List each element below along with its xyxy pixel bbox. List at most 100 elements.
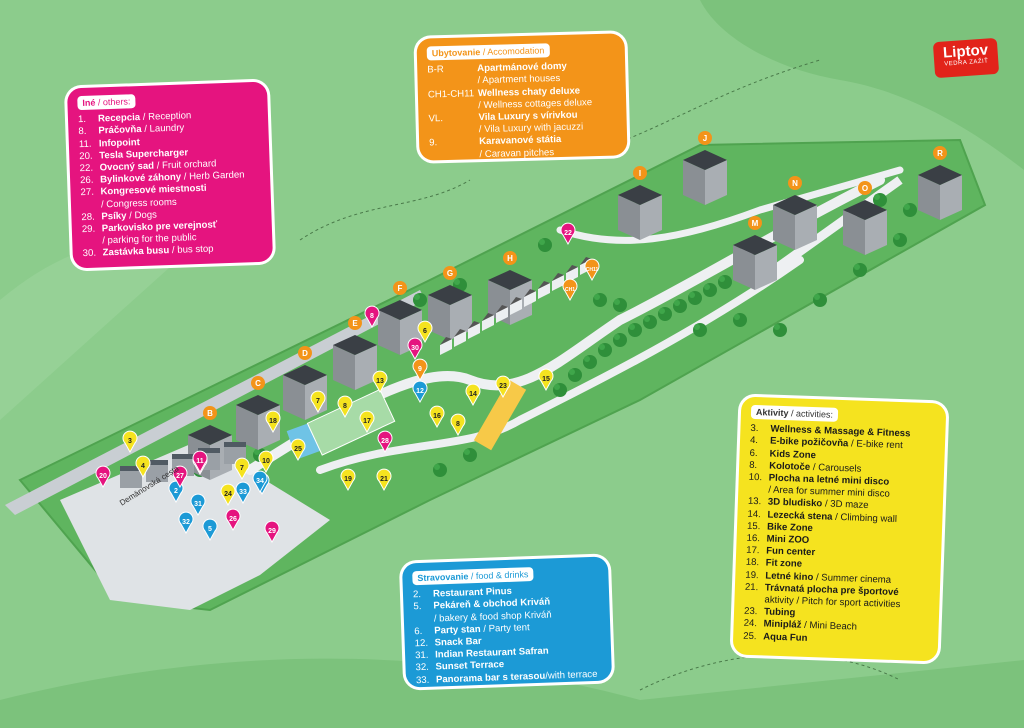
marker-label: 27 — [176, 473, 184, 480]
map-marker[interactable]: 22 — [560, 222, 576, 246]
marker-label: 14 — [469, 391, 477, 398]
liptov-logo[interactable]: Liptov VEDRA ZAŽIŤ — [932, 37, 1000, 79]
apartment-building[interactable]: D — [283, 346, 327, 420]
building-label: B — [207, 409, 213, 418]
apartment-building[interactable]: J — [683, 131, 727, 205]
apartment-building[interactable]: O — [843, 181, 887, 255]
map-marker[interactable]: CH1 — [562, 278, 578, 302]
tree — [718, 275, 732, 289]
wellness-cottage[interactable] — [524, 289, 536, 307]
map-marker[interactable]: 30 — [407, 337, 423, 361]
map-marker[interactable]: 33 — [235, 481, 251, 505]
map-marker[interactable]: CH11 — [584, 258, 600, 282]
map-marker[interactable]: 26 — [225, 508, 241, 532]
apartment-building[interactable]: N — [773, 176, 817, 250]
wellness-cottage[interactable] — [482, 313, 494, 331]
dashed-trail-1 — [299, 179, 471, 241]
wellness-cottage[interactable] — [440, 337, 452, 355]
map-marker[interactable]: 12 — [412, 380, 428, 404]
map-marker[interactable]: 27 — [172, 465, 188, 489]
tree — [413, 293, 427, 307]
building-marker[interactable] — [348, 316, 362, 330]
map-marker[interactable]: 7 — [234, 457, 250, 481]
map-marker[interactable]: 10 — [258, 450, 274, 474]
building-label: R — [937, 149, 943, 158]
map-marker[interactable]: 3 — [122, 430, 138, 454]
building-marker[interactable] — [503, 251, 517, 265]
wellness-cottage[interactable] — [552, 273, 564, 291]
map-marker[interactable]: 31 — [190, 493, 206, 517]
legend-item-number: 2. — [412, 589, 422, 601]
building-marker[interactable] — [443, 266, 457, 280]
map-marker[interactable]: 11 — [192, 450, 208, 474]
map-marker[interactable]: 29 — [264, 520, 280, 544]
legend-activities: Aktivity / activities: 3.Wellness & Mass… — [732, 396, 947, 662]
map-marker[interactable]: 16 — [429, 405, 445, 429]
map-marker[interactable]: 8 — [450, 413, 466, 437]
legend-item-number: 5. — [413, 601, 422, 613]
map-marker[interactable]: 24 — [220, 483, 236, 507]
marker-label: 8 — [343, 403, 347, 410]
map-marker[interactable]: 13 — [372, 370, 388, 394]
tree — [873, 193, 887, 207]
map-marker[interactable]: 19 — [340, 468, 356, 492]
map-marker[interactable]: 17 — [359, 410, 375, 434]
map-marker[interactable]: 25 — [290, 438, 306, 462]
building-marker[interactable] — [748, 216, 762, 230]
map-marker[interactable]: 32 — [178, 511, 194, 535]
marker-label: 11 — [196, 458, 204, 465]
building-marker[interactable] — [393, 281, 407, 295]
map-marker[interactable]: 20 — [95, 465, 111, 489]
legend-item-number: 27. — [80, 187, 95, 199]
marker-label: 34 — [256, 478, 264, 485]
wellness-cottage[interactable] — [496, 305, 508, 323]
main-road — [5, 290, 425, 515]
hill-bottom — [0, 658, 1024, 728]
map-marker[interactable]: 9 — [412, 358, 428, 382]
map-marker[interactable]: 18 — [265, 410, 281, 434]
building-marker[interactable] — [698, 131, 712, 145]
building-marker[interactable] — [251, 376, 265, 390]
apartment-building[interactable]: I — [618, 166, 662, 240]
map-marker[interactable]: 8 — [364, 305, 380, 329]
wellness-cottage[interactable] — [510, 297, 522, 315]
map-marker[interactable]: 6 — [417, 320, 433, 344]
map-marker[interactable]: 5 — [202, 518, 218, 542]
map-marker[interactable]: 34 — [252, 470, 268, 494]
marker-label: 24 — [224, 491, 232, 498]
building-marker[interactable] — [633, 166, 647, 180]
map-marker[interactable]: 4 — [135, 455, 151, 479]
apartment-building[interactable]: E — [333, 316, 377, 390]
marker-label: 19 — [344, 476, 352, 483]
building-marker[interactable] — [858, 181, 872, 195]
map-marker[interactable]: 28 — [377, 430, 393, 454]
building-marker[interactable] — [788, 176, 802, 190]
building-marker[interactable] — [298, 346, 312, 360]
apartment-building[interactable]: G — [428, 266, 472, 340]
small-building[interactable] — [120, 466, 142, 488]
building-marker[interactable] — [203, 406, 217, 420]
marker-label: 15 — [542, 376, 550, 383]
wellness-cottage[interactable] — [468, 321, 480, 339]
apartment-building[interactable]: M — [733, 216, 777, 290]
marker-label: 3 — [128, 438, 132, 445]
wellness-cottage[interactable] — [538, 281, 550, 299]
apartment-building[interactable]: R — [918, 146, 962, 220]
building-marker[interactable] — [933, 146, 947, 160]
map-marker[interactable]: 23 — [495, 375, 511, 399]
tree — [613, 333, 627, 347]
marker-label: 5 — [208, 526, 212, 533]
map-marker[interactable]: 21 — [376, 468, 392, 492]
map-marker[interactable]: 8 — [337, 395, 353, 419]
slide-13 — [473, 379, 527, 451]
marker-label: 21 — [380, 476, 388, 483]
small-building[interactable] — [146, 460, 168, 482]
wellness-cottage[interactable] — [454, 329, 466, 347]
apartment-building[interactable]: C — [236, 376, 280, 450]
map-marker[interactable]: 14 — [465, 383, 481, 407]
map-marker[interactable]: 15 — [538, 368, 554, 392]
map-marker[interactable]: 7 — [310, 390, 326, 414]
legend-item-name: Tubing — [763, 606, 796, 619]
apartment-building[interactable]: F — [378, 281, 422, 355]
